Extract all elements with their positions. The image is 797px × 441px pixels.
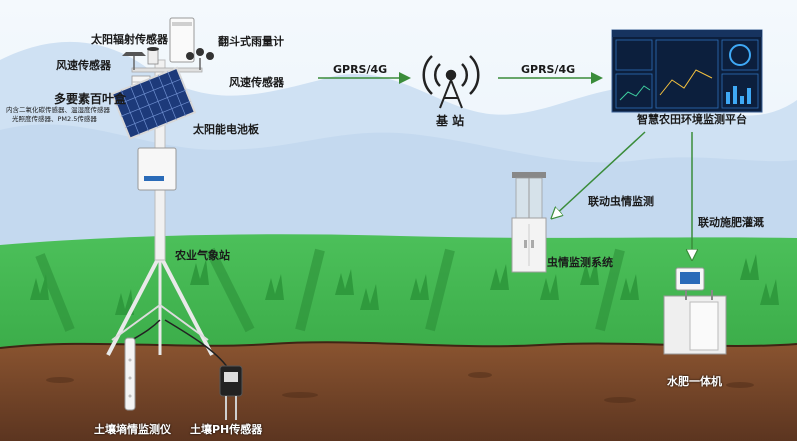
label-louver-detail-2: 光照度传感器、PM2.5传感器 (12, 115, 97, 123)
label-gprs-right: GPRS/4G (521, 63, 576, 76)
platform-dashboard (611, 29, 763, 113)
insect-monitor-device (511, 172, 547, 273)
label-louver-box: 多要素百叶盒 (54, 92, 127, 106)
label-wind-sensor-left: 风速传感器 (56, 59, 111, 72)
furrows (35, 247, 625, 333)
label-solar-radiation-sensor: 太阳辐射传感器 (91, 33, 168, 46)
label-louver-detail-1: 内含二氧化碳传感器、温湿度传感器 (6, 106, 110, 114)
fertigation-device (663, 267, 727, 355)
arrow-platform-to-insect (553, 131, 646, 217)
anemometer (186, 48, 214, 70)
weather-station (106, 17, 214, 356)
grass-tufts (30, 254, 779, 315)
label-platform: 智慧农田环境监测平台 (637, 113, 747, 126)
ph-sensor (164, 319, 243, 420)
base-station-icon (422, 55, 480, 109)
control-box (137, 147, 177, 191)
label-linked-fertigation: 联动施肥灌溉 (698, 216, 764, 229)
label-weather-station: 农业气象站 (175, 249, 230, 262)
soil-moisture-probe (124, 319, 161, 411)
label-rain-gauge: 翻斗式雨量计 (218, 35, 284, 48)
solar-panel-graphic (110, 66, 197, 140)
label-linked-insect: 联动虫情监测 (588, 195, 654, 208)
soil-texture (46, 372, 754, 403)
label-soil-moisture: 土壤墒情监测仪 (94, 423, 171, 436)
label-fertigation-machine: 水肥一体机 (667, 375, 722, 388)
soil (0, 342, 797, 441)
label-insect-system: 虫情监测系统 (547, 256, 613, 269)
wind-direction-sensor (122, 52, 146, 70)
label-base-station: 基 站 (436, 114, 465, 128)
label-gprs-left: GPRS/4G (333, 63, 388, 76)
label-soil-ph: 土壤PH传感器 (190, 423, 263, 436)
label-solar-panel: 太阳能电池板 (193, 123, 259, 136)
label-wind-sensor-right: 风速传感器 (229, 76, 284, 89)
hills-back (0, 124, 797, 250)
